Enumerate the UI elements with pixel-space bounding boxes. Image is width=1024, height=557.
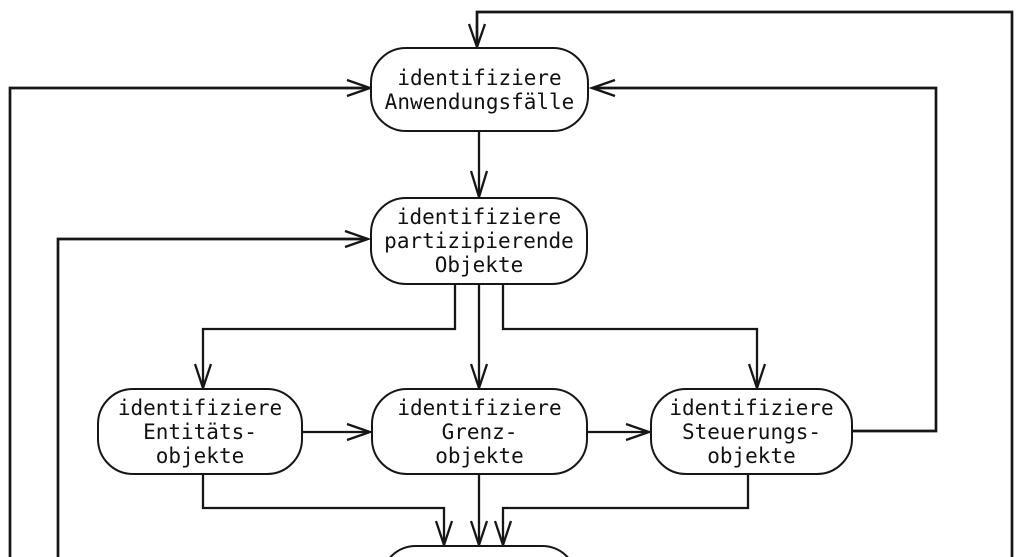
node-label-line: identifiziere [397,395,562,420]
edge-line [593,86,938,433]
edge-line [501,284,759,387]
node-identifiziere-anwendungsfaelle: identifiziere Anwendungsfälle [370,47,589,132]
node-label-line: objekte [155,443,245,468]
edge-entitaets-to-bottom [201,474,454,549]
node-bottom-partial [380,545,578,557]
edge-line [475,10,1014,557]
edge-line [201,474,446,544]
edge-anwendungsfaelle-to-partizipierende [469,132,489,201]
node-label-line: identifiziere [397,65,562,90]
node-identifiziere-partizipierende-objekte: identifiziere partizipierende Objekte [370,197,588,285]
edge-grenz-to-bottom [469,474,489,549]
edge-steuerungs-to-bottom [493,474,750,549]
node-identifiziere-entitaets-objekte: identifiziere Entitäts- objekte [97,388,303,475]
edge-line [8,86,369,557]
arrowhead-left-icon [588,78,616,98]
node-label-line: identifiziere [117,395,283,420]
arrowhead-right-icon [344,229,372,249]
edge-bottom-to-partizipierende-left [56,229,372,557]
node-identifiziere-grenz-objekte: identifiziere Grenz- objekte [371,388,588,475]
node-label-line: Entitäts- [143,419,257,444]
node-label-line: Steuerungs- [681,419,822,444]
edge-bottom-to-anwendungsfaelle-left [8,78,374,557]
node-label-line: Anwendungsfälle [384,89,575,114]
node-label-line: objekte [707,443,796,468]
node-label-line: identifiziere [396,205,562,229]
arrowhead-right-icon [625,422,653,442]
node-label-line: identifiziere [669,395,834,420]
edge-line [201,284,457,387]
edge-partizipierende-to-steuerungs [501,284,767,392]
node-label-line: objekte [435,443,524,468]
node-label-line: Grenz- [441,419,518,444]
node-label-line: partizipierende [384,229,574,253]
edge-partizipierende-to-grenz [469,284,489,392]
node-identifiziere-steuerungs-objekte: identifiziere Steuerungs- objekte [650,388,853,475]
edge-line [501,474,750,544]
edge-entitaets-to-grenz [302,422,374,442]
edge-grenz-to-steuerungs [587,422,653,442]
edge-partizipierende-to-entitaets [193,284,457,392]
node-label-line: Objekte [434,253,524,277]
arrowhead-right-icon [346,422,374,442]
edge-steuerungs-to-anwendungsfaelle-right [588,78,938,433]
edge-line [56,237,367,557]
